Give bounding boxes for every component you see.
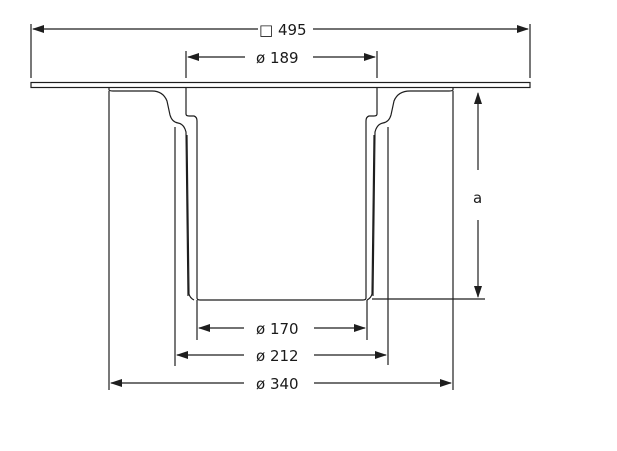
inner-wall-left	[185, 88, 201, 301]
label-body-diameter: ø 340	[256, 375, 299, 393]
label-flange-square: □ 495	[259, 21, 307, 39]
label-outer-tube-diameter: ø 212	[256, 347, 299, 365]
inner-tube-right	[366, 127, 389, 365]
inner-wall-right	[362, 88, 378, 301]
body-outline-right	[372, 88, 454, 390]
label-depth-a: a	[473, 189, 482, 207]
flange-plate	[30, 81, 531, 89]
label-inner-bottom-diameter: ø 170	[256, 320, 299, 338]
inner-tube-left	[174, 127, 195, 338]
body-outline-left	[108, 88, 189, 390]
label-top-inlet-diameter: ø 189	[256, 49, 299, 67]
